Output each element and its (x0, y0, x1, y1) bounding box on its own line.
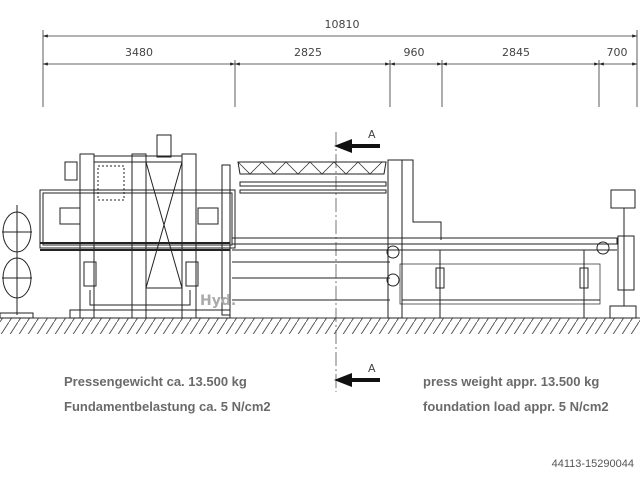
hydraulic-label: Hyd. (200, 293, 236, 309)
section-marker-top: A (368, 128, 376, 141)
dimension-segment: 2845 (502, 46, 530, 59)
section-marker-bottom: A (368, 362, 376, 375)
dimension-segment: 700 (607, 46, 628, 59)
note-press-weight-en: press weight appr. 13.500 kg (423, 374, 600, 389)
dimension-segment: 3480 (125, 46, 153, 59)
note-press-weight-de: Pressengewicht ca. 13.500 kg (64, 374, 247, 389)
section-arrow-top: A (334, 128, 380, 153)
press-machine: Hyd. (0, 134, 637, 319)
section-arrow-bottom: A (334, 362, 380, 387)
listing-id: 44113-15290044 (551, 458, 634, 470)
dimension-total: 10810 (325, 18, 360, 31)
note-foundation-load-de: Fundamentbelastung ca. 5 N/cm2 (64, 399, 271, 414)
note-foundation-load-en: foundation load appr. 5 N/cm2 (423, 399, 609, 414)
dimension-segment: 2825 (294, 46, 322, 59)
ground-hatch (0, 318, 640, 334)
dimension-lines (42, 30, 638, 107)
dimension-segment: 960 (404, 46, 425, 59)
